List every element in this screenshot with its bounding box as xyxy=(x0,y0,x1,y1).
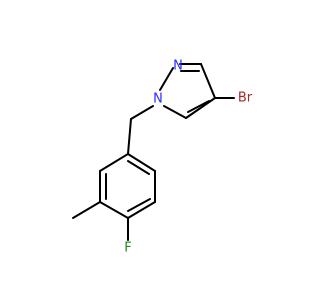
bond-c4-c5-double xyxy=(187,100,210,113)
bond-n1-ch2 xyxy=(130,105,154,120)
atom-nitrogen-upper: N xyxy=(173,59,183,74)
bond-ch2-c1 xyxy=(127,118,132,155)
structure-canvas: N N Br F xyxy=(72,59,253,256)
bond-c6-c1 xyxy=(127,153,156,172)
bond-c1-c2 xyxy=(99,153,129,172)
bond-c4-c5 xyxy=(185,97,216,119)
bond-c3-methyl xyxy=(72,201,101,219)
molecule-structure: N N Br F xyxy=(72,59,253,256)
bond-c3-c4 xyxy=(99,201,129,219)
bond-c4-c5 xyxy=(127,201,156,219)
atom-nitrogen-ring: N xyxy=(153,92,163,107)
bond-c6-c1-double xyxy=(127,160,150,175)
bond-n1-n2 xyxy=(159,67,174,91)
bond-c5-n1 xyxy=(163,105,187,119)
atom-bromine: Br xyxy=(238,91,253,106)
atom-fluorine: F xyxy=(124,241,131,256)
bond-c4-c5-double xyxy=(127,198,151,212)
bond-c3-c4 xyxy=(200,63,216,99)
